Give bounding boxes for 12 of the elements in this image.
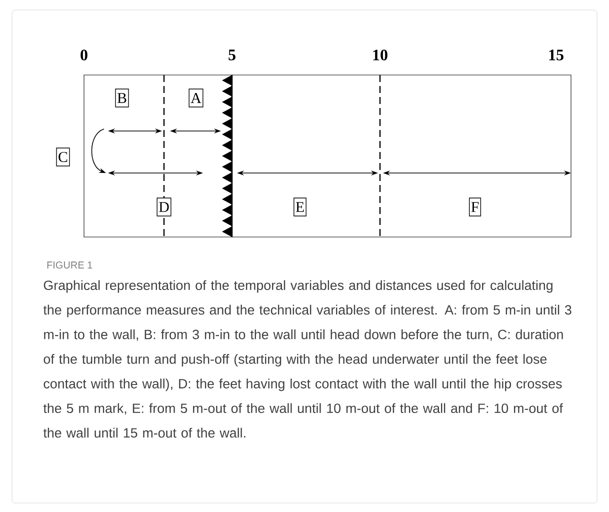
letter-box: D [156,198,172,216]
caption-text: Graphical representation of the temporal variables and distances used for calculating the performance measures and the technical variables of interest. A: from 5 m-in until 3 m-in to the wall, B: from 3 m-in to the wall until head down before the turn, C: duration of the tumble turn and push-off (starting with the head underwater until the feet lose contact with the wall), D: the feet having lost contact with the wall until the hip crosses the 5 m mark, E: from 5 m-out of the wall until 10 m-out of the wall and F: 10 m-out of the wall until 15 m-out of the wall. [43,280,572,438]
axis-tick-label: 5 [228,50,236,60]
axis-tick-label: 15 [549,50,564,60]
letter-box: E [294,198,306,216]
letter-box: C [56,148,70,166]
axis-tick-label: 0 [80,50,88,60]
letter-box: B [115,88,129,108]
letter-box: F [468,198,482,216]
letter-box: A [188,88,204,108]
axis-tick-label: 10 [373,50,388,60]
figure-number: FIGURE 1 [47,261,92,269]
